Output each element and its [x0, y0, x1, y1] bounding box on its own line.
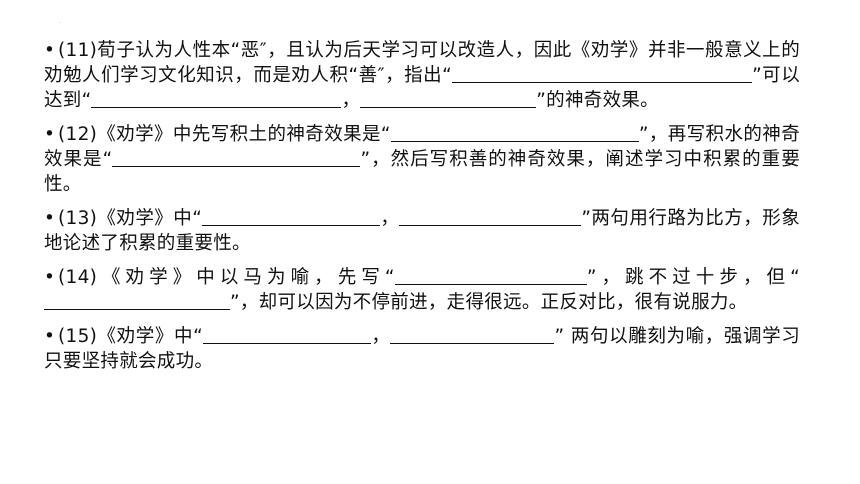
question-item: •(13)《劝学》中“ ，”两句用行路为比方，形象地论述了积累的重要性。: [44, 206, 800, 256]
fill-blank[interactable]: [390, 325, 555, 344]
question-text: (13)《劝学》中“: [58, 208, 203, 229]
fill-blank[interactable]: [452, 64, 753, 83]
fill-blank[interactable]: [360, 89, 537, 108]
question-text: ，: [371, 326, 391, 347]
fill-blank[interactable]: [399, 207, 582, 226]
fill-blank[interactable]: [202, 207, 381, 226]
bullet-icon: •: [44, 208, 56, 229]
fill-blank[interactable]: [394, 266, 587, 285]
bullet-icon: •: [44, 326, 56, 347]
question-text: ，: [380, 208, 400, 229]
fill-blank[interactable]: [390, 123, 639, 142]
bullet-icon: •: [44, 267, 56, 288]
corner-mark: ·: [59, 20, 61, 27]
question-text: ”，却可以因为不停前进，走得很远。正反对比，很有说服力。: [230, 292, 748, 313]
question-text: ”，然后写积善的神奇效果，阐述学习中积累的重要性。: [44, 149, 800, 195]
question-item: •(14)《劝学》中以马为喻，先写“ ”，跳不过十步，但“ ”，却可以因为不停前进，…: [44, 265, 800, 315]
question-text: (15)《劝学》中“: [58, 326, 203, 347]
question-text: ”的神奇效果。: [536, 90, 659, 111]
question-text: ”可以达到“: [44, 65, 801, 111]
question-list: •(11)荀子认为人性本“恶″，且认为后天学习可以改造人，因此《劝学》并非一般意…: [44, 38, 800, 383]
fill-blank[interactable]: [91, 89, 342, 108]
bullet-icon: •: [44, 40, 56, 61]
fill-blank[interactable]: [112, 148, 361, 167]
question-text: ” 两句以雕刻为喻，强调学习只要坚持就会成功。: [44, 326, 800, 372]
question-text: ”两句用行路为比方，形象地论述了积累的重要性。: [44, 208, 801, 254]
bullet-icon: •: [44, 124, 56, 145]
question-text: (11)荀子认为人性本“恶″，且认为后天学习可以改造人，因此《劝学》并非一般意义…: [44, 40, 800, 86]
fill-blank[interactable]: [203, 325, 371, 344]
question-text: ”，跳不过十步，但“: [586, 267, 801, 288]
question-item: •(12)《劝学》中先写积土的神奇效果是“”，再写积水的神奇效果是“”，然后写积…: [44, 122, 800, 197]
question-item: •(15)《劝学》中“ ，” 两句以雕刻为喻，强调学习只要坚持就会成功。: [44, 324, 800, 374]
question-text: (14)《劝学》中以马为喻，先写“: [58, 267, 395, 288]
question-text: ，: [341, 90, 361, 111]
question-item: •(11)荀子认为人性本“恶″，且认为后天学习可以改造人，因此《劝学》并非一般意…: [44, 38, 800, 113]
fill-blank[interactable]: [44, 291, 230, 310]
question-text: ”，再写积水的神奇效果是“: [44, 124, 800, 170]
question-text: (12)《劝学》中先写积土的神奇效果是“: [58, 124, 391, 145]
